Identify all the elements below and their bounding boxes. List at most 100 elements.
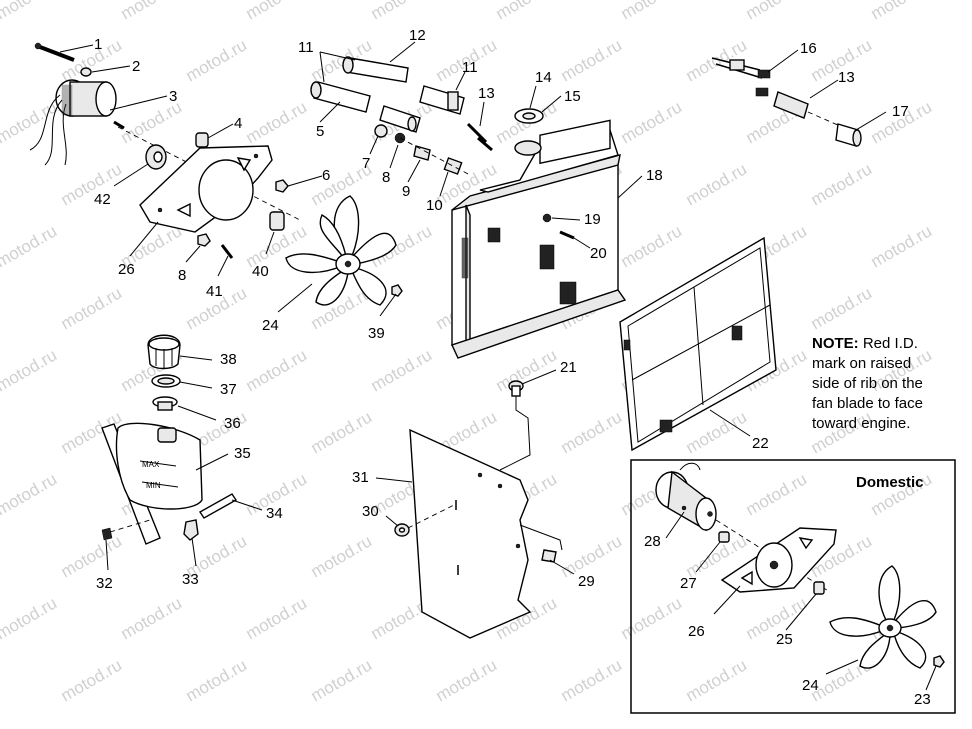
spacer-part-4: [195, 132, 209, 148]
hose-part-12: [345, 57, 409, 83]
fan-motor-assembly: [29, 42, 403, 306]
plug-part-29: [541, 549, 557, 563]
watermark-text: motod.ru: [558, 35, 626, 85]
watermark-text: motod.ru: [243, 345, 311, 395]
note-text: NOTE: Red I.D. mark on raised side of ri…: [812, 335, 923, 432]
callout-25: 25: [776, 631, 793, 648]
leader-lines: [59, 41, 937, 691]
watermark-text: motod.ru: [493, 345, 561, 395]
connector-part-16: [757, 69, 771, 79]
watermark-text: motod.ru: [868, 221, 936, 271]
clamp-part-33: [183, 519, 199, 541]
screw-part-32: [101, 527, 113, 541]
watermark-text: motod.ru: [618, 97, 686, 147]
watermark-text: motod.ru: [58, 655, 126, 705]
watermark-text: motod.ru: [118, 0, 186, 23]
callout-26-domestic: 26: [688, 623, 705, 640]
callout-24-main: 24: [262, 317, 279, 334]
grille-part-22: [619, 236, 777, 452]
watermark-text: motod.ru: [0, 469, 60, 519]
watermark-text: motod.ru: [683, 655, 751, 705]
callout-34: 34: [266, 505, 283, 522]
screw-part-1: [34, 42, 75, 62]
callout-39: 39: [368, 325, 385, 342]
callout-16: 16: [800, 40, 817, 57]
callout-30: 30: [362, 503, 379, 520]
callout-22: 22: [752, 435, 769, 452]
hose-part-5: [313, 81, 371, 113]
callout-40: 40: [252, 263, 269, 280]
watermark-text: motod.ru: [183, 35, 251, 85]
callout-18: 18: [646, 167, 663, 184]
grommet-part-21: [508, 380, 524, 397]
grommet-part-30: [394, 523, 410, 537]
callout-13-switch: 13: [838, 69, 855, 86]
hose-part-34: [198, 493, 238, 519]
note-label: NOTE:: [812, 335, 859, 352]
watermark-text: motod.ru: [0, 345, 60, 395]
watermark-text: motod.ru: [58, 531, 126, 581]
callout-41: 41: [206, 283, 223, 300]
clamp-part-7: [374, 124, 388, 138]
nut-part-39: [391, 284, 403, 297]
watermark-text: motod.ru: [618, 221, 686, 271]
fan-switch-assembly: [711, 57, 862, 147]
watermark-text: motod.ru: [58, 35, 126, 85]
callout-31: 31: [352, 469, 369, 486]
cap-part-38: [147, 334, 181, 370]
fitting-part-10: [443, 157, 463, 175]
callout-6: 6: [322, 167, 330, 184]
watermark-text: motod.ru: [243, 0, 311, 23]
watermark-text: motod.ru: [58, 159, 126, 209]
mount-plate-part-26-domestic: [720, 527, 837, 593]
side-panel-part-31: [409, 428, 532, 639]
radiator-part-18: [451, 108, 627, 359]
callout-37: 37: [220, 381, 237, 398]
callout-8-upper: 8: [382, 169, 390, 186]
svg-text:NOTE: Red I.D.: NOTE: Red I.D.: [812, 335, 918, 352]
watermark-text: motod.ru: [618, 593, 686, 643]
spacer-part-27: [718, 531, 730, 543]
watermark-text: motod.ru: [118, 593, 186, 643]
watermark-text: motod.ru: [0, 0, 60, 23]
watermark-text: motod.ru: [743, 469, 811, 519]
callout-35: 35: [234, 445, 251, 462]
note-line-5: toward engine.: [812, 415, 910, 432]
callout-2: 2: [132, 58, 140, 75]
nut-part-8-lower: [197, 233, 211, 247]
callout-10: 10: [426, 197, 443, 214]
washer-part-2: [80, 67, 92, 77]
watermark-text: motod.ru: [618, 0, 686, 23]
watermark-text: motod.ru: [243, 97, 311, 147]
nut-part-19: [542, 213, 552, 223]
callout-42: 42: [94, 191, 111, 208]
seal-part-36: [152, 396, 178, 411]
callout-8-lower: 8: [178, 267, 186, 284]
watermark-text: motod.ru: [868, 0, 936, 23]
sensor-part-13-switch: [773, 91, 809, 119]
callout-23: 23: [914, 691, 931, 708]
callout-21: 21: [560, 359, 577, 376]
callout-3: 3: [169, 88, 177, 105]
callout-33: 33: [182, 571, 199, 588]
note-line-3: side of rib on the: [812, 375, 923, 392]
callout-4: 4: [234, 115, 242, 132]
watermark-text: motod.ru: [308, 407, 376, 457]
watermark-text: motod.ru: [243, 593, 311, 643]
callout-labels: 1 2 3 4 5 6 7 8 8 9 10 11 11 12 13 13 14…: [94, 27, 931, 708]
watermark-text: motod.ru: [58, 283, 126, 333]
nut-part-6: [275, 179, 289, 193]
callout-5: 5: [316, 123, 324, 140]
callout-15: 15: [564, 88, 581, 105]
callout-27: 27: [680, 575, 697, 592]
callout-11-right: 11: [462, 59, 478, 76]
watermark-text: motod.ru: [368, 345, 436, 395]
watermark-text: motod.ru: [683, 159, 751, 209]
callout-32: 32: [96, 575, 113, 592]
callout-1: 1: [94, 36, 102, 53]
watermark-text: motod.ru: [558, 407, 626, 457]
gasket-part-14: [522, 112, 536, 120]
callout-28: 28: [644, 533, 661, 550]
callout-38: 38: [220, 351, 237, 368]
